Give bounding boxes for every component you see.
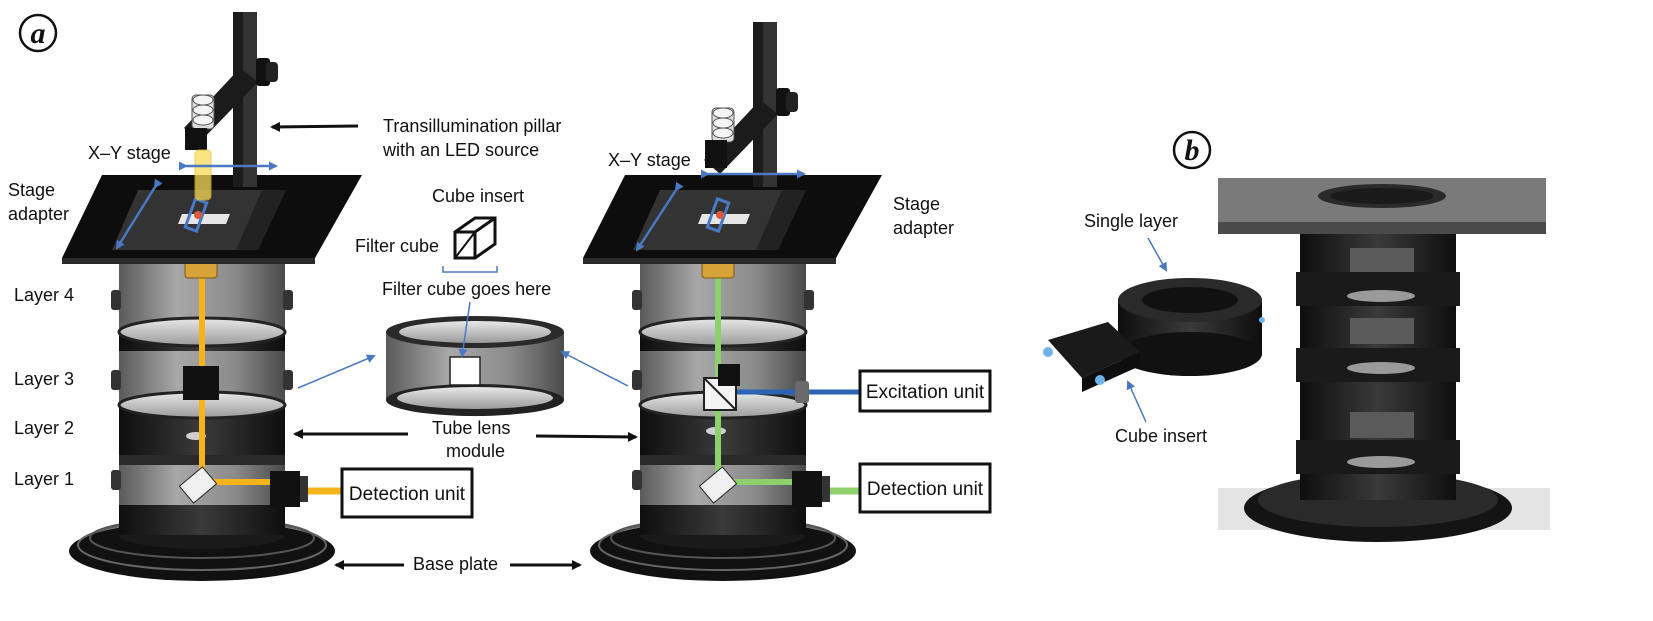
left-instrument	[62, 12, 362, 581]
layer-4-label: Layer 4	[14, 285, 74, 305]
filter-cube-goes-here-label: Filter cube goes here	[382, 279, 551, 299]
left-stage-adapter-label-1: Stage	[8, 180, 55, 200]
panel-a-annotations: a X–Y stage Stage adapter Layer 4 Layer …	[8, 13, 992, 574]
cube-icon	[453, 216, 497, 260]
base-plate-label: Base plate	[413, 554, 498, 574]
tube-lens-label-1: Tube lens	[432, 418, 510, 438]
tube-lens-label-2: module	[446, 441, 505, 461]
panel-b: b	[1043, 130, 1550, 542]
cube-insert-label: Cube insert	[432, 186, 524, 206]
right-stage-adapter-label-1: Stage	[893, 194, 940, 214]
left-xy-stage-label: X–Y stage	[88, 143, 171, 163]
layer-1-label: Layer 1	[14, 469, 74, 489]
layer-detail	[386, 216, 564, 416]
assembled-tower	[1218, 178, 1550, 542]
transillumination-label-1: Transillumination pillar	[383, 116, 561, 136]
excitation-unit-label: Excitation unit	[866, 382, 985, 403]
right-detection-unit-label: Detection unit	[867, 479, 984, 500]
panel-b-letter: b	[1185, 134, 1200, 167]
left-stage-adapter-label-2: adapter	[8, 204, 69, 224]
panel-b-cube-insert-label: Cube insert	[1115, 426, 1207, 446]
layer-3-label: Layer 3	[14, 369, 74, 389]
filter-cube-label: Filter cube	[355, 236, 439, 256]
single-layer-label: Single layer	[1084, 211, 1178, 231]
panel-a-letter: a	[31, 17, 46, 50]
single-layer-piece	[1043, 278, 1265, 392]
transillumination-label-2: with an LED source	[382, 140, 539, 160]
layer-2-label: Layer 2	[14, 418, 74, 438]
right-instrument	[583, 22, 882, 581]
left-detection-unit-label: Detection unit	[349, 484, 466, 505]
right-xy-stage-label: X–Y stage	[608, 150, 691, 170]
right-stage-adapter-label-2: adapter	[893, 218, 954, 238]
